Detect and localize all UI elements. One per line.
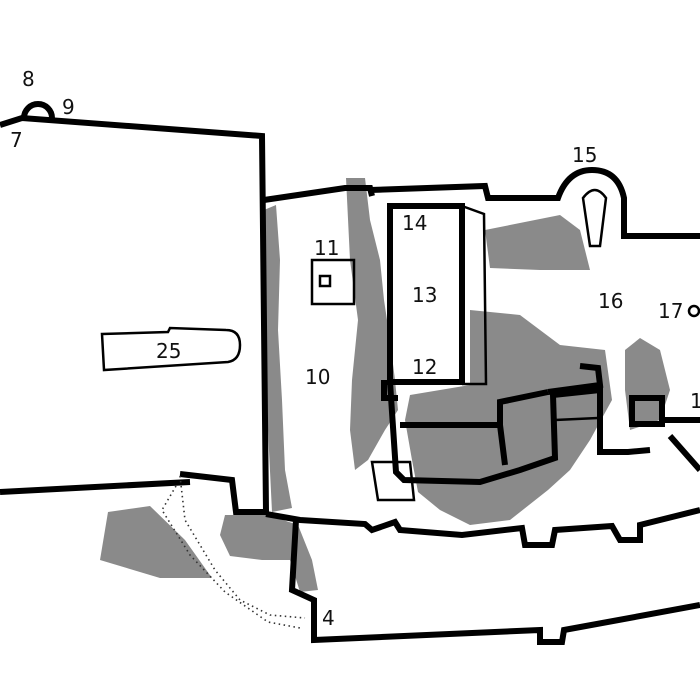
label-8: 8 [22, 67, 35, 91]
label-14: 14 [402, 211, 427, 235]
building-11 [310, 258, 356, 306]
well-17 [687, 304, 700, 318]
tower-8 [21, 101, 55, 119]
label-16: 16 [598, 289, 623, 313]
small-court-room [370, 460, 416, 502]
hall-13 [387, 203, 465, 385]
inner-north-wall [369, 166, 700, 239]
label-15: 15 [572, 143, 597, 167]
label-13: 13 [412, 283, 437, 307]
walls [0, 101, 700, 645]
gate-wall [288, 519, 700, 645]
east-edge-wall [664, 417, 700, 472]
building-11-outline [310, 258, 356, 306]
label-18: 1 [690, 389, 700, 413]
inner-cross-wall [547, 363, 604, 395]
shade-gate [220, 515, 318, 592]
shade-left-bottom [100, 506, 212, 578]
inner-room-a [400, 389, 549, 466]
courtyard-east-wall [381, 380, 398, 401]
shade-west-strip [264, 205, 292, 512]
shade-central [405, 310, 612, 525]
building-25 [100, 326, 242, 372]
label-10: 10 [305, 365, 330, 389]
south-curtain-wall [265, 507, 700, 548]
dotted-path-2 [161, 485, 301, 629]
label-9: 9 [62, 95, 75, 119]
label-7: 7 [10, 128, 23, 152]
label-4: 4 [322, 606, 335, 630]
hall-13-east-extension [461, 204, 488, 386]
label-25: 25 [156, 339, 181, 363]
east-tower [629, 395, 665, 427]
building-11-inner [318, 274, 332, 288]
dotted-path [179, 475, 306, 619]
shade-north-east [485, 215, 590, 270]
inner-room-b [554, 416, 599, 422]
label-17: 17 [658, 299, 683, 323]
labels: 4 7 8 9 10 11 12 13 14 15 16 17 1 25 [10, 67, 700, 630]
tower-15-inner [581, 188, 608, 248]
shade-east [625, 338, 670, 430]
west-enclosure-wall [0, 114, 270, 515]
inner-south-wall [387, 381, 651, 486]
label-12: 12 [412, 355, 437, 379]
label-11: 11 [314, 236, 339, 260]
